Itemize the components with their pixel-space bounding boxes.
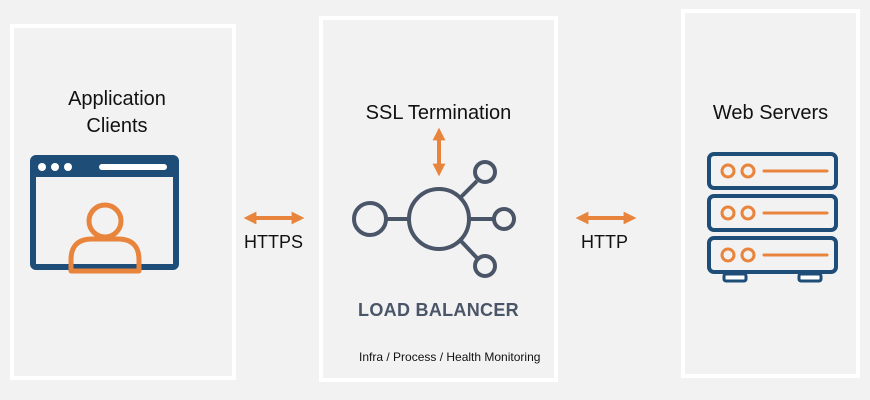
http-label: HTTP	[581, 232, 628, 252]
ssl-termination-title: SSL Termination	[365, 102, 512, 124]
application-clients-title: Application Clients	[14, 86, 220, 140]
web-servers-title: Web Servers	[712, 102, 829, 124]
user-icon	[68, 202, 142, 274]
browser-user-icon	[30, 155, 179, 274]
web-servers-panel: Web Servers	[681, 9, 860, 378]
application-clients-panel: Application Clients	[10, 24, 236, 380]
load-balancer-label: LOAD BALANCER	[358, 300, 519, 320]
server-rack-icon	[707, 152, 838, 283]
https-label: HTTPS	[244, 232, 304, 252]
monitoring-subtitle: Infra / Process / Health Monitoring	[359, 350, 541, 364]
load-balancer-panel: SSL Termination LOAD BALANCER Infra / Pr…	[319, 16, 558, 382]
application-clients-title-line1: Application	[68, 88, 166, 110]
application-clients-title-line2: Clients	[86, 115, 148, 137]
hub-nodes-icon	[352, 160, 516, 278]
